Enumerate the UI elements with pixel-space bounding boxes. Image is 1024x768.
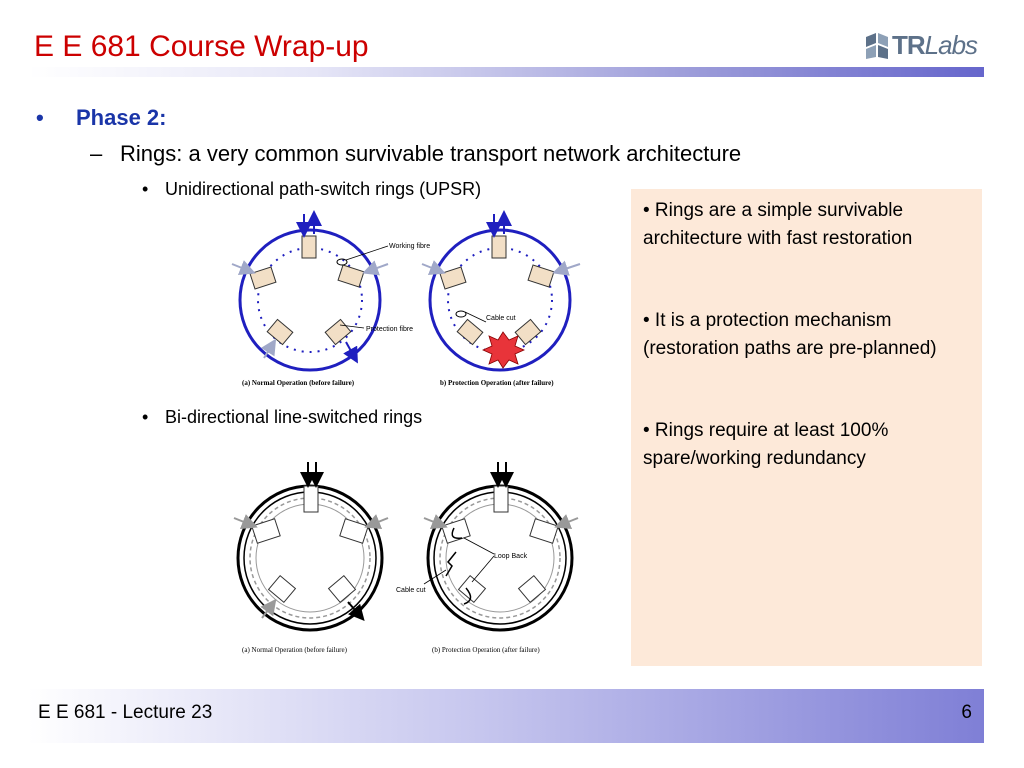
- caption-upsr-normal: (a) Normal Operation (before failure): [242, 379, 355, 387]
- bullet-rings: –Rings: a very common survivable transpo…: [90, 141, 741, 167]
- title-divider: [28, 67, 984, 77]
- page-number: 6: [961, 702, 972, 723]
- caption-blsr-normal: (a) Normal Operation (before failure): [242, 646, 348, 654]
- bullet-upsr-text: Unidirectional path-switch rings (UPSR): [165, 179, 482, 199]
- logo-tr: TR: [892, 30, 926, 60]
- bullet-marker: •: [142, 407, 149, 427]
- note-1: • Rings are a simple survivable architec…: [643, 200, 913, 249]
- bullet-marker: •: [142, 179, 149, 199]
- trlabs-logo: TRLabs: [862, 28, 986, 62]
- loop-back-icon: [451, 527, 463, 540]
- note-3: • Rings require at least 100% spare/work…: [643, 420, 889, 469]
- bullet-rings-text: Rings: a very common survivable transpor…: [120, 141, 742, 166]
- bullet-blsr: • Bi-directional line-switched rings: [142, 407, 422, 428]
- notes-box: • Rings are a simple survivable architec…: [631, 189, 982, 666]
- note-2: • It is a protection mechanism (restorat…: [643, 310, 937, 359]
- blsr-ring-normal: [233, 462, 389, 632]
- label-working-fibre: Working fibre: [389, 243, 430, 250]
- blsr-diagram: Loop Back Cable cut (a) Normal Operation…: [233, 462, 579, 654]
- label-upsr-cable-cut: Cable cut: [486, 315, 516, 322]
- bullet-upsr: • Unidirectional path-switch rings (UPSR): [142, 179, 481, 200]
- cable-cut-burst-icon: [482, 331, 525, 369]
- label-loop-back: Loop Back: [494, 553, 528, 560]
- bullet-phase: • Phase 2:: [36, 105, 167, 131]
- label-blsr-cable-cut: Cable cut: [396, 587, 426, 594]
- upsr-ring-failure: [421, 210, 581, 372]
- upsr-diagram: Working fibre Protection fibre Cable cut…: [231, 210, 581, 387]
- caption-blsr-protection: (b) Protection Operation (after failure): [432, 646, 540, 654]
- trlabs-mark-icon: [866, 33, 888, 59]
- footer-lecture: E E 681 - Lecture 23: [38, 702, 213, 723]
- dash-marker: –: [90, 141, 103, 166]
- label-protection-fibre: Protection fibre: [366, 326, 413, 333]
- upsr-ring-normal: [231, 210, 389, 372]
- blsr-ring-failure: [423, 462, 579, 632]
- caption-upsr-protection: b) Protection Operation (after failure): [440, 379, 554, 387]
- cable-cut-icon: [445, 551, 457, 577]
- footer-bar: E E 681 - Lecture 23 6: [28, 689, 984, 743]
- bullet-blsr-text: Bi-directional line-switched rings: [165, 407, 423, 427]
- logo-labs: Labs: [924, 30, 978, 60]
- bullet-marker: •: [36, 105, 44, 130]
- loop-back-icon: [463, 587, 472, 605]
- bullet-phase-text: Phase 2:: [76, 105, 167, 130]
- slide-title: E E 681 Course Wrap-up: [34, 30, 369, 63]
